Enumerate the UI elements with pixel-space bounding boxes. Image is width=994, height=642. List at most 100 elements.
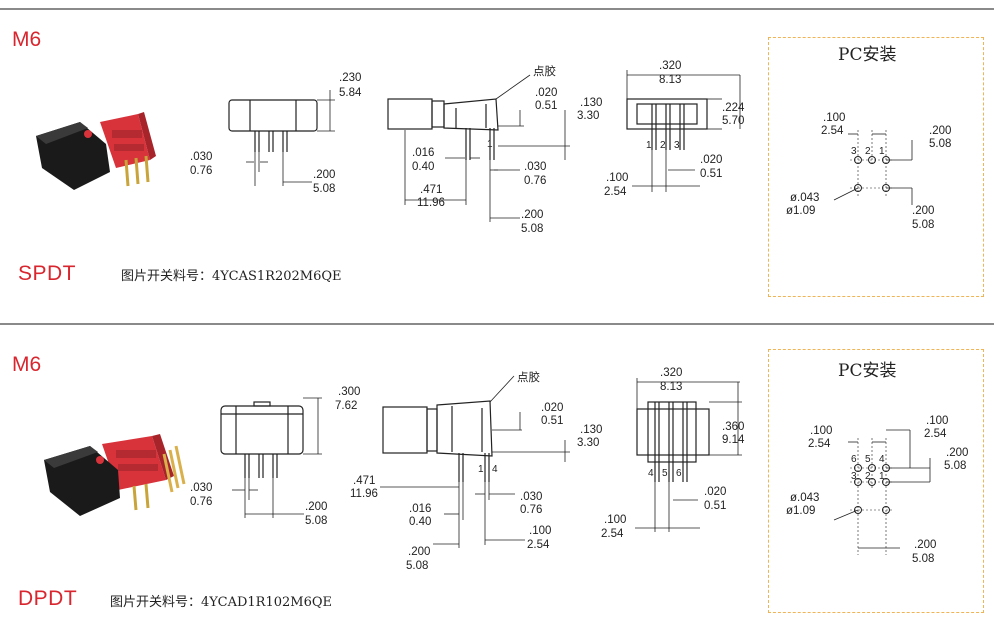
- front-a-in: .016: [412, 147, 434, 159]
- pc-hole-1: 1: [879, 146, 885, 157]
- top-divider: [0, 8, 994, 10]
- end-pin-mm: 0.51: [704, 500, 726, 512]
- dpdt-end-view: [635, 378, 742, 532]
- end-h-in: .224: [722, 102, 745, 114]
- end-pitch-mm: 2.54: [604, 186, 627, 198]
- switch-type-label: DPDT: [18, 587, 78, 610]
- end-pin-4: 4: [648, 468, 654, 479]
- end-pin-3: 3: [674, 140, 680, 151]
- dpdt-front-view: [380, 375, 570, 548]
- part-number-line: 图片开关料号：4YCAS1R202M6QE: [121, 265, 341, 284]
- switch-photo-spdt: [36, 112, 156, 190]
- side-height-mm: 5.84: [339, 87, 362, 99]
- side-pin-mm: 0.76: [190, 165, 212, 177]
- glue-label: 点胶: [517, 370, 540, 384]
- model-label: M6: [12, 353, 42, 376]
- front-a-mm: 0.40: [409, 516, 431, 528]
- dpdt-side-view: [220, 397, 322, 518]
- front-hh-mm: 3.30: [577, 437, 599, 449]
- front-p-in: .200: [408, 546, 430, 558]
- front-p-in: .200: [521, 209, 543, 221]
- front-len-in: .471: [420, 184, 442, 196]
- front-t-in: .020: [541, 402, 563, 414]
- end-pitch-in: .100: [604, 514, 626, 526]
- end-h-in: .360: [722, 421, 744, 433]
- spdt-side-view: [228, 90, 335, 186]
- spdt-end-view: [626, 70, 741, 192]
- end-pin-in: .020: [704, 486, 726, 498]
- end-pin-1: 1: [646, 140, 652, 151]
- pc-mount-title: PC安装: [838, 45, 897, 65]
- pc-p2-mm: 5.08: [929, 138, 951, 150]
- end-pin-5: 5: [662, 468, 668, 479]
- front-hh-in: .130: [580, 97, 602, 109]
- front-b-mm: 0.76: [524, 175, 546, 187]
- end-pin-6: 6: [676, 468, 682, 479]
- end-w-in: .320: [660, 367, 682, 379]
- pc-p3-mm: 5.08: [912, 219, 934, 231]
- front-b-mm: 0.76: [520, 504, 542, 516]
- pc-hole-mm: ø1.09: [786, 205, 815, 217]
- pc-mount-box-dpdt: [768, 349, 984, 613]
- pc-p1-in: .100: [823, 112, 845, 124]
- pc-hole-in: ø.043: [790, 192, 819, 204]
- part-number-line: 图片开关料号：4YCAD1R102M6QE: [110, 591, 332, 610]
- end-w-mm: 8.13: [659, 74, 681, 86]
- front-len-in: .471: [353, 475, 375, 487]
- side-pitch-in: .200: [305, 501, 327, 513]
- front-p-mm: 5.08: [521, 223, 543, 235]
- end-h-mm: 5.70: [722, 115, 744, 127]
- front-a-in: .016: [409, 503, 431, 515]
- front-b-in: .030: [520, 491, 542, 503]
- front-pin-1: 1: [487, 139, 493, 150]
- side-pin-mm: 0.76: [190, 496, 212, 508]
- front-pin-1: 1: [478, 464, 484, 475]
- spdt-front-view: [387, 74, 570, 222]
- pc-hole-3: 3: [851, 146, 857, 157]
- pc-p3-in: .200: [912, 205, 934, 217]
- part-number-caption: 图片开关料号：: [121, 269, 213, 284]
- switch-photo-dpdt: [44, 434, 186, 516]
- front-c-in: .100: [529, 525, 551, 537]
- glue-label: 点胶: [533, 64, 556, 78]
- side-height-mm: 7.62: [335, 400, 357, 412]
- pc-p2-in: .200: [929, 125, 951, 137]
- side-pin-in: .030: [190, 151, 212, 163]
- end-pitch-in: .100: [606, 172, 628, 184]
- end-pin-in: .020: [700, 154, 722, 166]
- part-number-caption: 图片开关料号：: [110, 595, 202, 610]
- side-height-in: .230: [339, 72, 361, 84]
- front-len-mm: 11.96: [350, 488, 378, 500]
- front-c-mm: 2.54: [527, 539, 550, 551]
- pc-hole-2: 2: [865, 146, 871, 157]
- front-a-mm: 0.40: [412, 161, 434, 173]
- side-height-in: .300: [338, 386, 360, 398]
- model-label: M6: [12, 28, 42, 51]
- front-p-mm: 5.08: [406, 560, 428, 572]
- front-b-in: .030: [524, 161, 546, 173]
- end-w-mm: 8.13: [660, 381, 682, 393]
- part-number: 4YCAD1R102M6QE: [201, 595, 332, 610]
- side-pitch-mm: 5.08: [313, 183, 335, 195]
- end-pitch-mm: 2.54: [601, 528, 624, 540]
- front-hh-mm: 3.30: [577, 110, 599, 122]
- section-divider: [0, 323, 994, 325]
- spdt-drawings: .230 5.84 .030 0.76 .200 5.08 点胶 .020 0.…: [190, 60, 951, 235]
- front-t-mm: 0.51: [541, 415, 563, 427]
- pc-mount-title: PC安装: [838, 361, 897, 381]
- part-number: 4YCAS1R202M6QE: [212, 269, 342, 284]
- side-pitch-in: .200: [313, 169, 335, 181]
- pc-p1-mm: 2.54: [821, 125, 844, 137]
- end-pin-2: 2: [660, 140, 666, 151]
- end-h-mm: 9.14: [722, 434, 745, 446]
- switch-type-label: SPDT: [18, 262, 77, 285]
- side-pitch-mm: 5.08: [305, 515, 327, 527]
- end-w-in: .320: [659, 60, 681, 72]
- front-t-in: .020: [535, 87, 557, 99]
- front-t-mm: 0.51: [535, 100, 557, 112]
- front-hh-in: .130: [580, 424, 602, 436]
- spdt-pc-pattern: [833, 130, 913, 205]
- front-len-mm: 11.96: [417, 197, 445, 209]
- side-pin-in: .030: [190, 482, 212, 494]
- pc-mount-box-spdt: [768, 37, 984, 297]
